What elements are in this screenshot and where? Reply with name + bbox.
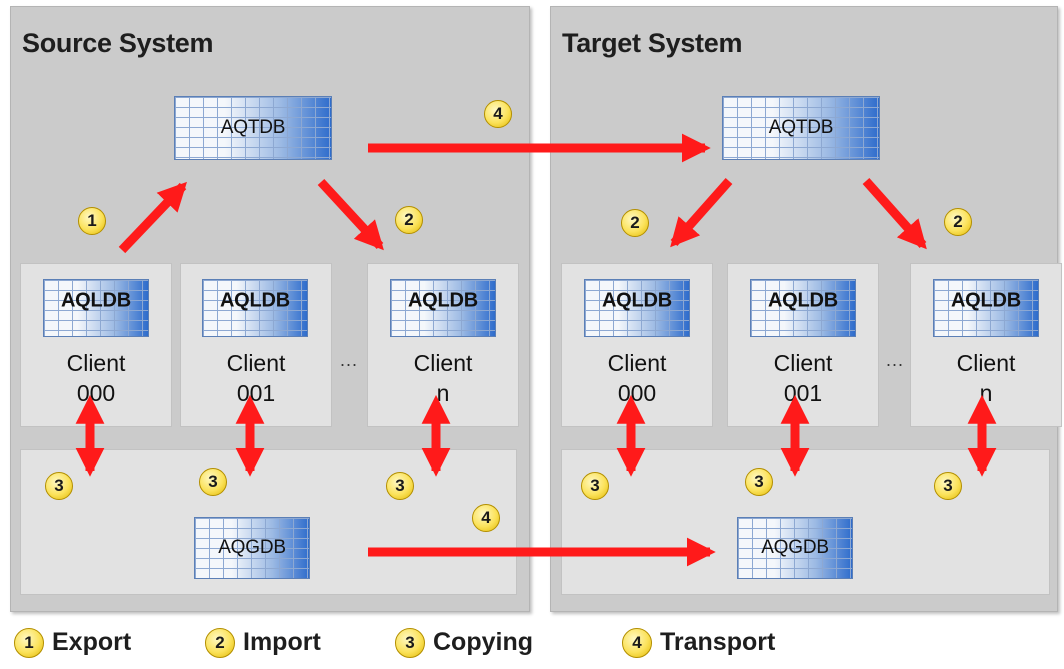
source-aqldb-label-n: AQLDB: [407, 289, 479, 312]
step-badge-copy-source-000: 3: [45, 472, 73, 500]
step-badge-export: 1: [78, 207, 106, 235]
import-arrow-target-000: [670, 178, 733, 248]
legend-badge-copying: 3: [395, 628, 425, 658]
step-badge-copy-target-000: 3: [581, 472, 609, 500]
source-aqgdb-table: AQGDB: [194, 517, 310, 579]
target-client-label-n: Client n: [910, 348, 1062, 408]
export-arrow: [118, 181, 187, 254]
legend-label-import: Import: [243, 628, 321, 656]
target-ellipsis: ...: [886, 350, 905, 370]
source-aqldb-table-n: AQLDB: [390, 279, 496, 337]
target-aqtdb-table: AQTDB: [722, 96, 880, 160]
import-arrow-source: [317, 178, 384, 251]
step-badge-import-target-n: 2: [944, 208, 972, 236]
source-aqldb-table-001: AQLDB: [202, 279, 308, 337]
step-badge-copy-source-001: 3: [199, 468, 227, 496]
step-badge-copy-target-n: 3: [934, 472, 962, 500]
target-client-word-001: Client: [773, 350, 833, 376]
target-aqgdb-table: AQGDB: [737, 517, 853, 579]
target-client-word-000: Client: [607, 350, 667, 376]
source-client-word-001: Client: [226, 350, 286, 376]
target-aqldb-table-n: AQLDB: [933, 279, 1039, 337]
target-client-word-n: Client: [956, 350, 1016, 376]
source-aqldb-label-001: AQLDB: [219, 289, 291, 312]
source-system-title: Source System: [22, 28, 214, 58]
step-badge-import-target-000: 2: [621, 209, 649, 237]
target-aqldb-table-001: AQLDB: [750, 279, 856, 337]
target-aqtdb-label: AQTDB: [768, 117, 834, 138]
source-client-word-n: Client: [413, 350, 473, 376]
target-aqldb-table-000: AQLDB: [584, 279, 690, 337]
source-client-word-000: Client: [66, 350, 126, 376]
target-aqldb-label-000: AQLDB: [601, 289, 673, 312]
legend-label-copying: Copying: [433, 628, 533, 656]
legend-label-export: Export: [52, 628, 132, 656]
source-aqldb-label-000: AQLDB: [60, 289, 132, 312]
target-aqgdb-label: AQGDB: [761, 537, 829, 558]
target-aqldb-label-n: AQLDB: [950, 289, 1022, 312]
source-aqgdb-label: AQGDB: [218, 537, 286, 558]
import-arrow-target-n: [862, 178, 927, 250]
legend-badge-import: 2: [205, 628, 235, 658]
legend-label-transport: Transport: [660, 628, 776, 656]
step-badge-transport-bottom: 4: [472, 504, 500, 532]
step-badge-copy-source-n: 3: [386, 472, 414, 500]
target-system-title: Target System: [562, 28, 743, 58]
source-aqtdb-label: AQTDB: [220, 117, 286, 138]
legend-badge-transport: 4: [622, 628, 652, 658]
source-ellipsis: ...: [340, 350, 359, 370]
source-aqldb-table-000: AQLDB: [43, 279, 149, 337]
legend-badge-export: 1: [14, 628, 44, 658]
step-badge-copy-target-001: 3: [745, 468, 773, 496]
target-aqldb-label-001: AQLDB: [767, 289, 839, 312]
source-aqtdb-table: AQTDB: [174, 96, 332, 160]
step-badge-import-source: 2: [395, 206, 423, 234]
step-badge-transport-top: 4: [484, 100, 512, 128]
